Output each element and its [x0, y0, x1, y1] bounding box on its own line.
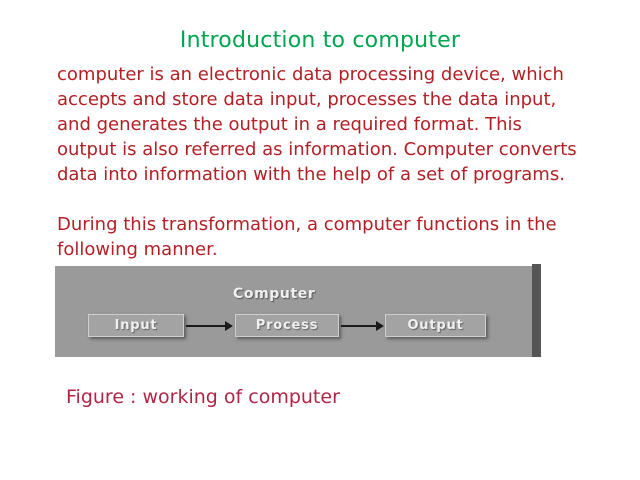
- body-paragraph-2: During this transformation, a computer f…: [57, 214, 557, 260]
- node-process: Process: [235, 314, 339, 337]
- diagram-title: Computer: [233, 286, 316, 302]
- node-input: Input: [88, 314, 184, 337]
- arrow-input-to-process-icon: [186, 321, 233, 331]
- body-paragraph-1: computer is an electronic data processin…: [57, 64, 577, 185]
- arrow-process-to-output-icon: [341, 321, 384, 331]
- node-output: Output: [385, 314, 486, 337]
- slide-title: Introduction to computer: [179, 28, 461, 53]
- diagram-panel: Computer Input Process Output: [55, 266, 532, 357]
- panel-shadow-bar: [532, 264, 541, 357]
- figure-caption: Figure : working of computer: [66, 386, 340, 408]
